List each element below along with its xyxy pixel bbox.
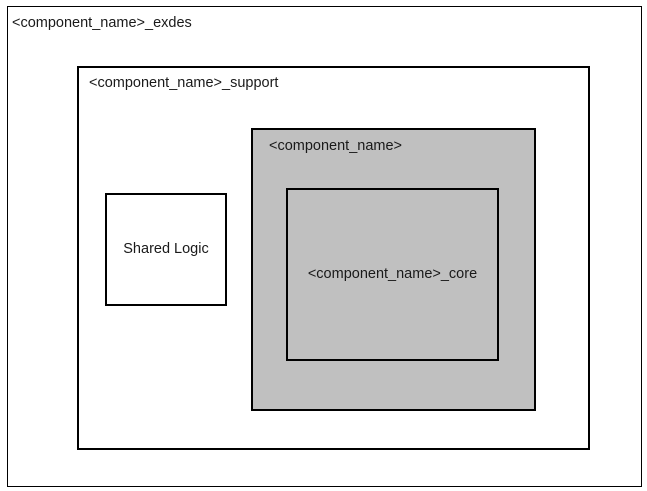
support-label: <component_name>_support [89,75,279,91]
component-label: <component_name> [269,138,403,154]
shared-logic-box: Shared Logic [105,193,227,306]
core-label: <component_name>_core [307,266,478,282]
exdes-label: <component_name>_exdes [12,15,192,31]
core-container: <component_name>_core [286,188,499,361]
shared-logic-label: Shared Logic [123,241,209,257]
